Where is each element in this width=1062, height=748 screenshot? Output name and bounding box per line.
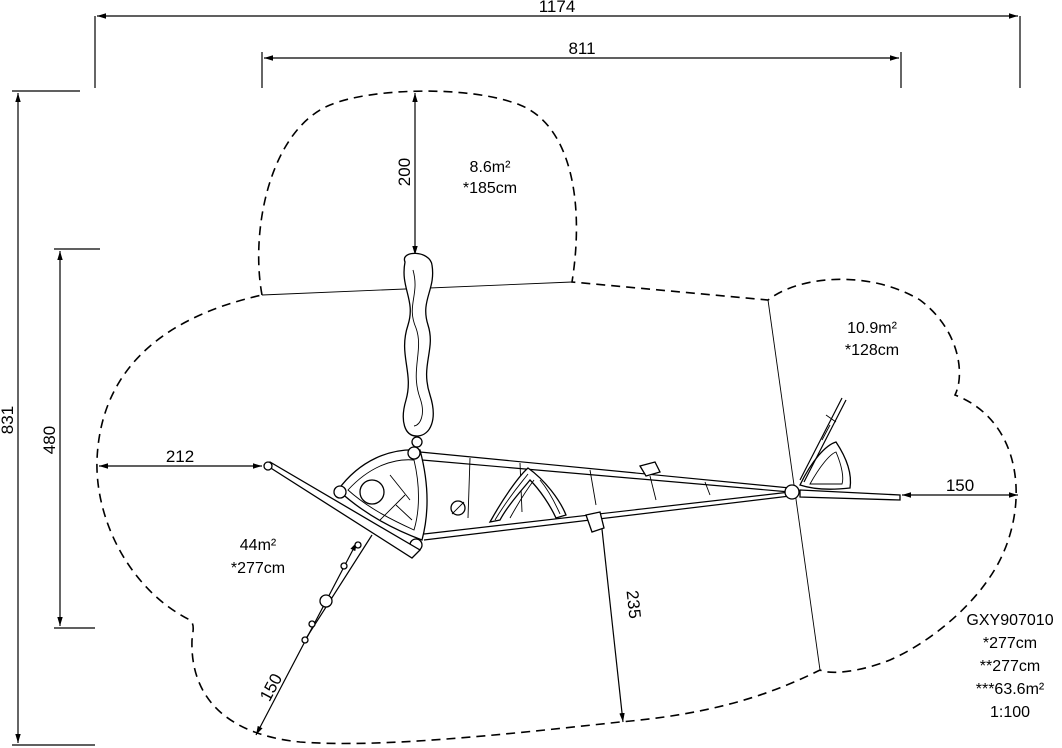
dimension-inner-width: 811 bbox=[261, 39, 902, 88]
dimension-inner-height: 480 bbox=[40, 248, 100, 629]
main-zone-area: 44m² bbox=[240, 537, 277, 554]
title-block: GXY907010 *277cm **277cm ***63.6m² 1:100 bbox=[966, 612, 1053, 721]
top-zone-height: *185cm bbox=[463, 180, 517, 197]
dimension-right-clearance: 150 bbox=[902, 476, 1018, 498]
rope-lower bbox=[304, 534, 373, 641]
title-line-3: ***63.6m² bbox=[976, 681, 1045, 698]
arc-element bbox=[488, 467, 567, 523]
bridge-lower-rail bbox=[423, 495, 791, 541]
dimension-bottom-clearance: 235 bbox=[599, 519, 645, 723]
dimension-overall-height: 831 bbox=[0, 90, 95, 746]
main-zone-height: *277cm bbox=[231, 560, 285, 577]
title-line-1: *277cm bbox=[983, 635, 1037, 652]
overall-width-label: 1174 bbox=[539, 0, 576, 16]
right-beam bbox=[799, 489, 901, 501]
bridge-upper-rail bbox=[419, 451, 791, 489]
right-zone-area: 10.9m² bbox=[847, 320, 897, 337]
top-zone-area: 8.6m² bbox=[470, 159, 512, 176]
right-clearance-label: 150 bbox=[946, 476, 974, 495]
scale-label: 1:100 bbox=[990, 704, 1030, 721]
swing-clearance-label: 200 bbox=[395, 158, 414, 186]
diagonal-clearance-label: 150 bbox=[256, 670, 286, 704]
overall-height-label: 831 bbox=[0, 406, 17, 434]
dimension-overall-width: 1174 bbox=[94, 0, 1021, 88]
left-clearance-label: 212 bbox=[166, 447, 194, 466]
play-equipment bbox=[263, 252, 901, 644]
safety-zone-outline bbox=[96, 90, 1017, 745]
hub-triangle-right bbox=[799, 441, 852, 490]
right-zone-height: *128cm bbox=[845, 342, 899, 359]
bottom-clearance-label: 235 bbox=[623, 589, 645, 619]
inner-width-label: 811 bbox=[568, 39, 595, 58]
title-line-2: **277cm bbox=[980, 658, 1040, 675]
dimension-left-clearance: 212 bbox=[99, 447, 262, 469]
dimension-swing-clearance: 200 bbox=[395, 93, 418, 255]
right-arm bbox=[799, 397, 843, 481]
product-code: GXY907010 bbox=[966, 612, 1053, 629]
inner-height-label: 480 bbox=[40, 426, 59, 454]
